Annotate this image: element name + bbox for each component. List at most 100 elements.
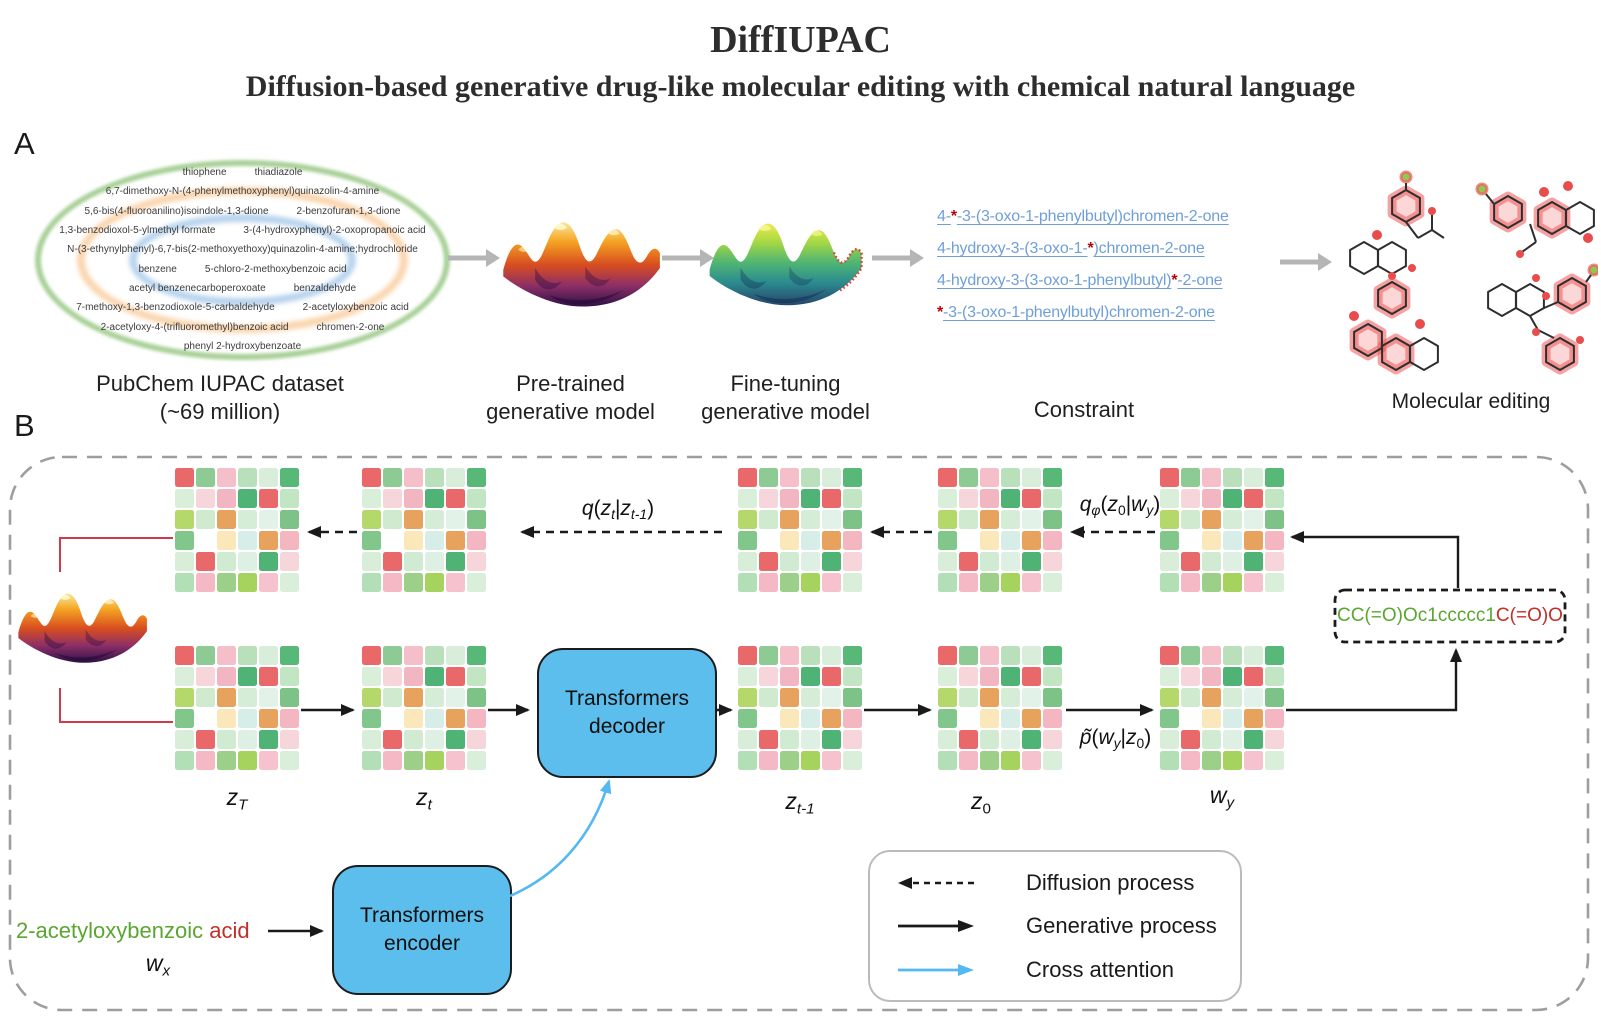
matrix-cell bbox=[196, 573, 215, 592]
matrix-cell bbox=[1265, 573, 1284, 592]
matrix-cell bbox=[1265, 468, 1284, 487]
matrix-label-zT: zT bbox=[207, 784, 267, 813]
matrix-cell bbox=[362, 510, 381, 529]
dashed-left-arrow-icon bbox=[898, 876, 974, 889]
text-segment: t-1 bbox=[796, 800, 815, 818]
matrix-cell bbox=[1265, 646, 1284, 665]
matrix-cell bbox=[759, 573, 778, 592]
matrix-cell bbox=[280, 531, 299, 550]
matrix-cell bbox=[1202, 573, 1221, 592]
matrix-cell bbox=[1181, 489, 1200, 508]
matrix-cell bbox=[362, 751, 381, 770]
matrix-cell bbox=[1181, 688, 1200, 707]
text-segment: w bbox=[1209, 782, 1227, 808]
dataset-term: phenyl 2-hydroxybenzoate bbox=[183, 340, 302, 352]
matrix-cell bbox=[1202, 709, 1221, 728]
matrix-cell bbox=[196, 709, 215, 728]
matrix-label-wx: wx bbox=[128, 950, 188, 979]
matrix-cell bbox=[280, 688, 299, 707]
matrix-cell bbox=[980, 489, 999, 508]
matrix-cell bbox=[175, 667, 194, 686]
matrix-cell bbox=[238, 688, 257, 707]
matrix-cell bbox=[425, 688, 444, 707]
text-segment: 4- bbox=[937, 208, 951, 225]
matrix-cell bbox=[938, 468, 957, 487]
dataset-term: acetyl benzenecarboperoxoate bbox=[128, 282, 266, 294]
matrix-cell bbox=[1223, 573, 1242, 592]
matrix-cell bbox=[1265, 531, 1284, 550]
matrix-cell bbox=[280, 709, 299, 728]
matrix-cell bbox=[1223, 709, 1242, 728]
matrix-cell bbox=[280, 573, 299, 592]
matrix-cell bbox=[196, 730, 215, 749]
matrix-cell bbox=[1022, 688, 1041, 707]
matrix-cell bbox=[383, 730, 402, 749]
text-segment: z bbox=[785, 788, 797, 814]
matrix-cell bbox=[780, 688, 799, 707]
matrix-cell bbox=[938, 709, 957, 728]
matrix-cell bbox=[959, 552, 978, 571]
matrix-cell bbox=[801, 688, 820, 707]
matrix-cell bbox=[980, 552, 999, 571]
matrix-cell bbox=[959, 573, 978, 592]
matrix-cell bbox=[383, 468, 402, 487]
matrix-cell bbox=[938, 667, 957, 686]
pretrained-surface-plot bbox=[498, 196, 666, 330]
matrix-cell bbox=[1202, 531, 1221, 550]
matrix-cell bbox=[1001, 688, 1020, 707]
matrix-cell bbox=[1223, 751, 1242, 770]
dataset-line: phenyl 2-hydroxybenzoate bbox=[37, 341, 448, 353]
matrix-cell bbox=[1202, 468, 1221, 487]
matrix-cell bbox=[383, 531, 402, 550]
matrix-cell bbox=[759, 751, 778, 770]
matrix-cell bbox=[780, 646, 799, 665]
matrix-cell bbox=[759, 468, 778, 487]
matrix-cell bbox=[446, 489, 465, 508]
matrix-cell bbox=[1001, 709, 1020, 728]
matrix-cell bbox=[467, 468, 486, 487]
text-segment: z bbox=[1126, 726, 1137, 749]
matrix-cell bbox=[759, 730, 778, 749]
matrix-cell bbox=[822, 709, 841, 728]
dataset-line: 5,6-bis(4-fluoroanilino)isoindole-1,3-di… bbox=[37, 206, 448, 218]
matrix-cell bbox=[1265, 751, 1284, 770]
matrix-cell bbox=[259, 730, 278, 749]
matrix-cell bbox=[446, 510, 465, 529]
matrix-cell bbox=[759, 489, 778, 508]
matrix-cell bbox=[383, 667, 402, 686]
text-segment: t-1 bbox=[630, 505, 648, 522]
matrix-cell bbox=[1160, 573, 1179, 592]
matrix-cell bbox=[259, 468, 278, 487]
matrix-cell bbox=[1202, 688, 1221, 707]
matrix-cell bbox=[959, 646, 978, 665]
red-bracket-bottom bbox=[59, 688, 173, 723]
matrix-cell bbox=[1043, 646, 1062, 665]
matrix-cell bbox=[238, 751, 257, 770]
matrix-cell bbox=[383, 510, 402, 529]
matrix-cell bbox=[1001, 510, 1020, 529]
dataset-caption-line2: (~69 million) bbox=[159, 399, 281, 424]
molecule-3 bbox=[1349, 282, 1439, 370]
text-segment: CC(=O)Oc1ccccc1 bbox=[1337, 605, 1496, 626]
matrix-cell bbox=[362, 709, 381, 728]
matrix-cell bbox=[759, 531, 778, 550]
matrix-cell bbox=[1181, 510, 1200, 529]
legend-item-cross-attention: Cross attention bbox=[870, 957, 1240, 983]
matrix-cell bbox=[1022, 646, 1041, 665]
matrix-cell bbox=[1181, 751, 1200, 770]
matrix-cell bbox=[404, 510, 423, 529]
matrix-cell bbox=[1223, 468, 1242, 487]
dataset-term: 2-benzofuran-1,3-dione bbox=[296, 205, 401, 217]
constraint-line: 4-hydroxy-3-(3-oxo-1-*)chromen-2-one bbox=[937, 238, 1282, 259]
matrix-cell bbox=[404, 667, 423, 686]
matrix-cell bbox=[801, 573, 820, 592]
matrix-cell bbox=[280, 552, 299, 571]
text-segment: acid bbox=[209, 918, 250, 943]
dataset-term: benzene bbox=[138, 263, 177, 275]
matrix-cell bbox=[1265, 709, 1284, 728]
matrix-cell bbox=[404, 646, 423, 665]
matrix-cell bbox=[801, 489, 820, 508]
matrix-label-wy: wy bbox=[1192, 782, 1252, 811]
